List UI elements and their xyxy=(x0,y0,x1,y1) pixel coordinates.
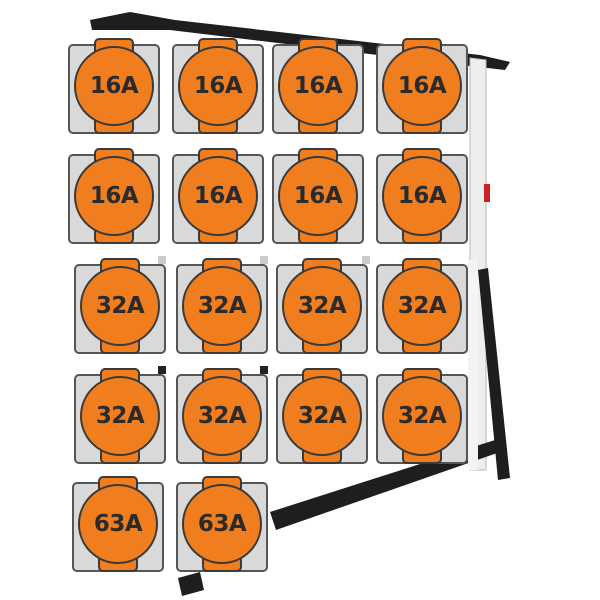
socket-outlet: 32A xyxy=(74,368,166,464)
socket-face: 32A xyxy=(182,376,262,456)
side-switch xyxy=(484,184,490,202)
socket-face: 32A xyxy=(382,376,462,456)
socket-rating-label: 16A xyxy=(293,183,343,209)
socket-face: 63A xyxy=(78,484,158,564)
socket-outlet: 32A xyxy=(276,368,368,464)
socket-rating-label: 16A xyxy=(193,183,243,209)
socket-outlet: 32A xyxy=(376,368,468,464)
socket-face: 16A xyxy=(178,46,258,126)
socket-rating-label: 16A xyxy=(397,183,447,209)
socket-rating-label: 32A xyxy=(297,293,347,319)
socket-outlet: 16A xyxy=(272,38,364,134)
mounting-screw xyxy=(260,366,268,374)
socket-outlet: 63A xyxy=(176,476,268,572)
frame-right-leg xyxy=(478,268,510,480)
socket-rating-label: 32A xyxy=(95,293,145,319)
frame-bottom-foot xyxy=(178,572,204,596)
socket-outlet: 32A xyxy=(176,258,268,354)
socket-face: 16A xyxy=(382,46,462,126)
socket-rating-label: 63A xyxy=(93,511,143,537)
socket-outlet: 63A xyxy=(72,476,164,572)
socket-face: 32A xyxy=(80,266,160,346)
socket-rating-label: 16A xyxy=(397,73,447,99)
socket-face: 16A xyxy=(74,46,154,126)
socket-rating-label: 16A xyxy=(293,73,343,99)
socket-face: 32A xyxy=(282,376,362,456)
socket-rating-label: 16A xyxy=(89,183,139,209)
socket-rating-label: 32A xyxy=(197,293,247,319)
socket-face: 32A xyxy=(80,376,160,456)
socket-face: 16A xyxy=(74,156,154,236)
socket-rating-label: 32A xyxy=(95,403,145,429)
socket-face: 32A xyxy=(182,266,262,346)
socket-outlet: 16A xyxy=(68,148,160,244)
socket-outlet: 16A xyxy=(376,148,468,244)
socket-outlet: 16A xyxy=(68,38,160,134)
socket-rating-label: 16A xyxy=(193,73,243,99)
socket-face: 32A xyxy=(382,266,462,346)
socket-face: 63A xyxy=(182,484,262,564)
mounting-screw xyxy=(260,256,268,264)
mounting-screw xyxy=(158,256,166,264)
socket-face: 16A xyxy=(278,46,358,126)
socket-outlet: 32A xyxy=(376,258,468,354)
socket-rating-label: 32A xyxy=(397,403,447,429)
socket-outlet: 32A xyxy=(74,258,166,354)
side-panel-strip xyxy=(468,260,478,470)
socket-outlet: 16A xyxy=(172,148,264,244)
socket-face: 32A xyxy=(282,266,362,346)
socket-rating-label: 32A xyxy=(297,403,347,429)
socket-outlet: 16A xyxy=(272,148,364,244)
mounting-screw xyxy=(158,366,166,374)
socket-rating-label: 32A xyxy=(197,403,247,429)
socket-rating-label: 16A xyxy=(89,73,139,99)
socket-outlet: 16A xyxy=(376,38,468,134)
socket-outlet: 32A xyxy=(176,368,268,464)
socket-outlet: 16A xyxy=(172,38,264,134)
mounting-screw xyxy=(362,256,370,264)
socket-face: 16A xyxy=(178,156,258,236)
socket-outlet: 32A xyxy=(276,258,368,354)
socket-face: 16A xyxy=(278,156,358,236)
socket-face: 16A xyxy=(382,156,462,236)
socket-rating-label: 63A xyxy=(197,511,247,537)
socket-rating-label: 32A xyxy=(397,293,447,319)
